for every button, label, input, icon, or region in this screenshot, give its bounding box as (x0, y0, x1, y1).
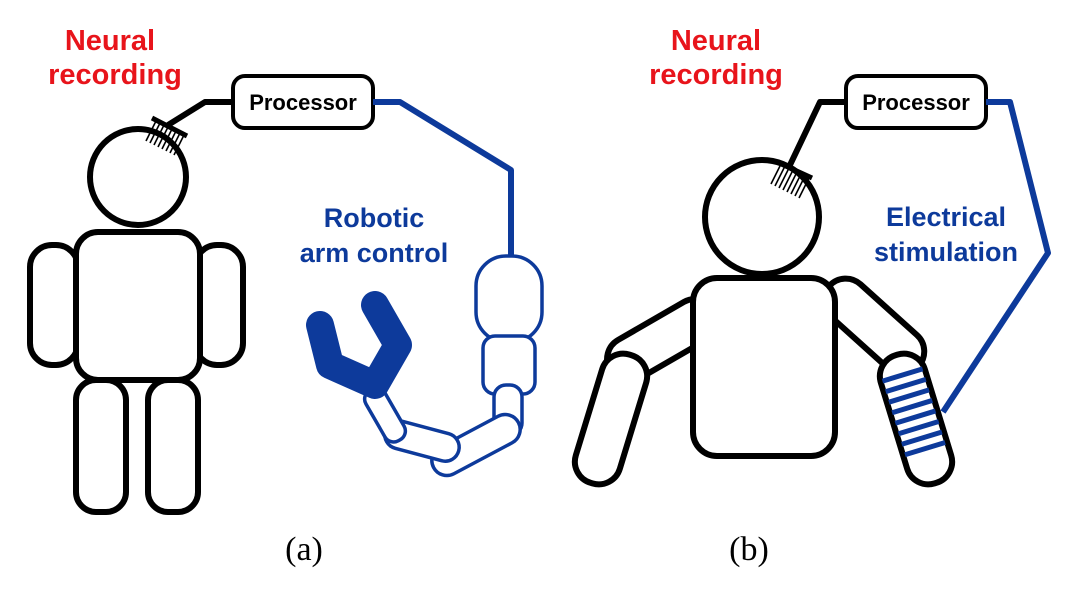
processor-label-a: Processor (249, 90, 357, 115)
stimulation-sleeve-icon (881, 366, 946, 458)
neural-recording-label-b-line2: recording (649, 59, 783, 91)
stimulation-wire-b (940, 99, 1051, 414)
neural-recording-label-a-line2: recording (48, 59, 182, 91)
recording-wire-b (787, 99, 846, 167)
panel-a-caption: (a) (285, 531, 323, 568)
right-leg-a (145, 377, 201, 515)
human-figure-b (571, 157, 956, 488)
head-a (87, 126, 189, 228)
torso-b (690, 275, 838, 459)
robotic-arm-label-line1: Robotic (324, 203, 425, 233)
left-arm-a (27, 242, 81, 368)
torso-a (73, 229, 203, 383)
control-wire-a (373, 99, 514, 258)
panel-b-caption: (b) (729, 531, 769, 568)
head-b (702, 157, 822, 277)
gripper-claw (306, 291, 412, 399)
electrode-array-icon (145, 115, 189, 156)
neural-recording-label-b-line1: Neural (671, 25, 761, 57)
electrode-array-icon (770, 159, 814, 199)
robotic-arm-icon (306, 254, 544, 478)
left-forearm-b (571, 350, 651, 488)
arm-shoulder (474, 254, 544, 344)
processor-label-b: Processor (862, 90, 970, 115)
panel-a: Neural recording Processor (27, 25, 544, 568)
neural-recording-label-a-line1: Neural (65, 25, 155, 57)
robotic-arm-label-line2: arm control (300, 238, 449, 268)
electrical-stimulation-label-line2: stimulation (874, 237, 1018, 267)
left-leg-a (73, 377, 129, 515)
recording-wire-a (166, 99, 233, 128)
human-figure-a (27, 126, 246, 515)
panel-b: Neural recording Processor (571, 25, 1051, 568)
electrical-stimulation-label-line1: Electrical (886, 202, 1006, 232)
